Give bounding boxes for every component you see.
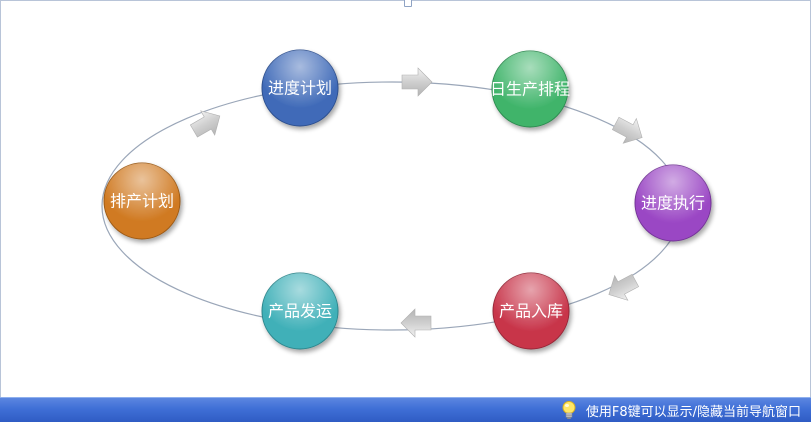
node-product-warehousing[interactable]: 产品入库: [492, 272, 570, 350]
arrow-plan-to-schedule: [401, 67, 433, 97]
lightbulb-icon: [562, 401, 576, 419]
node-progress-execution[interactable]: 进度执行: [634, 164, 712, 242]
navigation-hint: 使用F8键可以显示/隐藏当前导航窗口: [560, 398, 801, 422]
resize-handle[interactable]: [404, 0, 412, 7]
arrow-scheduling-to-plan: [189, 110, 221, 138]
node-product-warehousing-label: 产品入库: [499, 302, 563, 321]
cycle-path: [101, 81, 683, 331]
production-cycle-diagram: 进度计划 日生产排程 进度执行 产品入库 产品发运 排产计划: [101, 49, 712, 350]
status-bar: 使用F8键可以显示/隐藏当前导航窗口: [0, 397, 811, 422]
node-progress-plan[interactable]: 进度计划: [261, 49, 339, 127]
node-production-scheduling-label: 排产计划: [110, 192, 174, 211]
node-progress-execution-label: 进度执行: [641, 194, 705, 213]
node-daily-schedule[interactable]: 日生产排程: [490, 50, 570, 128]
node-product-shipping[interactable]: 产品发运: [261, 272, 339, 350]
node-product-shipping-label: 产品发运: [268, 302, 332, 321]
node-production-scheduling[interactable]: 排产计划: [103, 162, 181, 240]
node-daily-schedule-label: 日生产排程: [490, 80, 570, 99]
hint-text: 使用F8键可以显示/隐藏当前导航窗口: [585, 404, 801, 420]
node-progress-plan-label: 进度计划: [268, 79, 332, 98]
arrow-execution-to-warehousing: [608, 273, 640, 301]
arrow-schedule-to-execution: [611, 116, 643, 144]
arrow-warehousing-to-shipping: [400, 308, 432, 338]
